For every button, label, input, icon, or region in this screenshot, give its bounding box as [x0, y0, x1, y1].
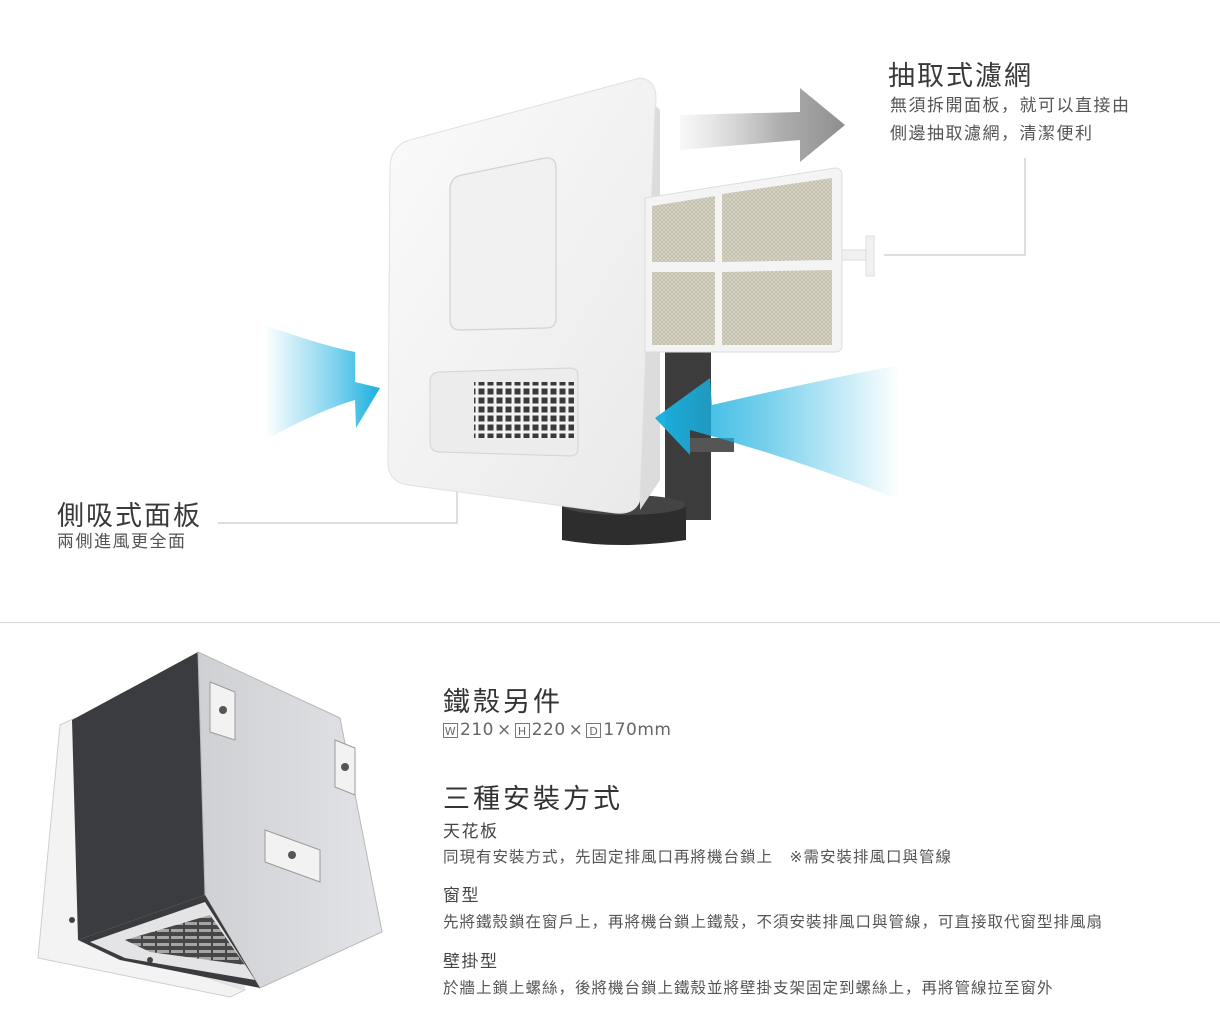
times-sign: × — [496, 720, 512, 740]
exhaust-arrow — [680, 88, 845, 162]
casing-title: 鐵殼另件 — [443, 687, 563, 718]
fan-product-illustration — [218, 77, 1026, 545]
filter-illustration — [644, 167, 875, 353]
filter-callout-line — [884, 158, 1026, 256]
panel-feature-desc: 兩側進風更全面 — [57, 532, 187, 552]
install-method-name: 窗型 — [443, 886, 480, 906]
install-method-desc: 同現有安裝方式，先固定排風口再將機台鎖上 ※需安裝排風口與管線 — [443, 848, 952, 866]
install-method-name: 天花板 — [443, 822, 499, 842]
width-value: 210 — [460, 720, 494, 740]
airflow-right — [655, 365, 900, 500]
filter-feature-desc-2: 側邊抽取濾網，清潔便利 — [890, 124, 1094, 144]
duct-pipe — [562, 350, 734, 545]
filter-feature-title: 抽取式濾網 — [888, 61, 1033, 92]
section-divider — [0, 622, 1220, 623]
panel-feature-title: 側吸式面板 — [57, 501, 202, 532]
height-value: 220 — [531, 720, 566, 740]
width-icon: W — [443, 722, 458, 738]
airflow-left — [265, 325, 380, 440]
height-icon: H — [514, 722, 530, 738]
filter-feature-desc-1: 無須拆開面板，就可以直接由 — [890, 96, 1131, 116]
install-method-name: 壁掛型 — [443, 952, 499, 972]
depth-value: 170mm — [603, 720, 672, 740]
install-title: 三種安裝方式 — [443, 784, 623, 815]
panel-callout-line — [218, 492, 458, 524]
install-method-desc: 先將鐵殼鎖在窗戶上，再將機台鎖上鐵殼，不須安裝排風口與管線，可直接取代窗型排風扇 — [443, 913, 1104, 931]
install-method-desc: 於牆上鎖上螺絲，後將機台鎖上鐵殼並將壁掛支架固定到螺絲上，再將管線拉至窗外 — [443, 979, 1054, 997]
iron-casing-illustration — [37, 651, 383, 998]
times-sign: × — [568, 720, 584, 740]
depth-icon: D — [586, 722, 602, 738]
casing-dimensions: W 210 × H 220 × D 170mm — [443, 720, 671, 740]
